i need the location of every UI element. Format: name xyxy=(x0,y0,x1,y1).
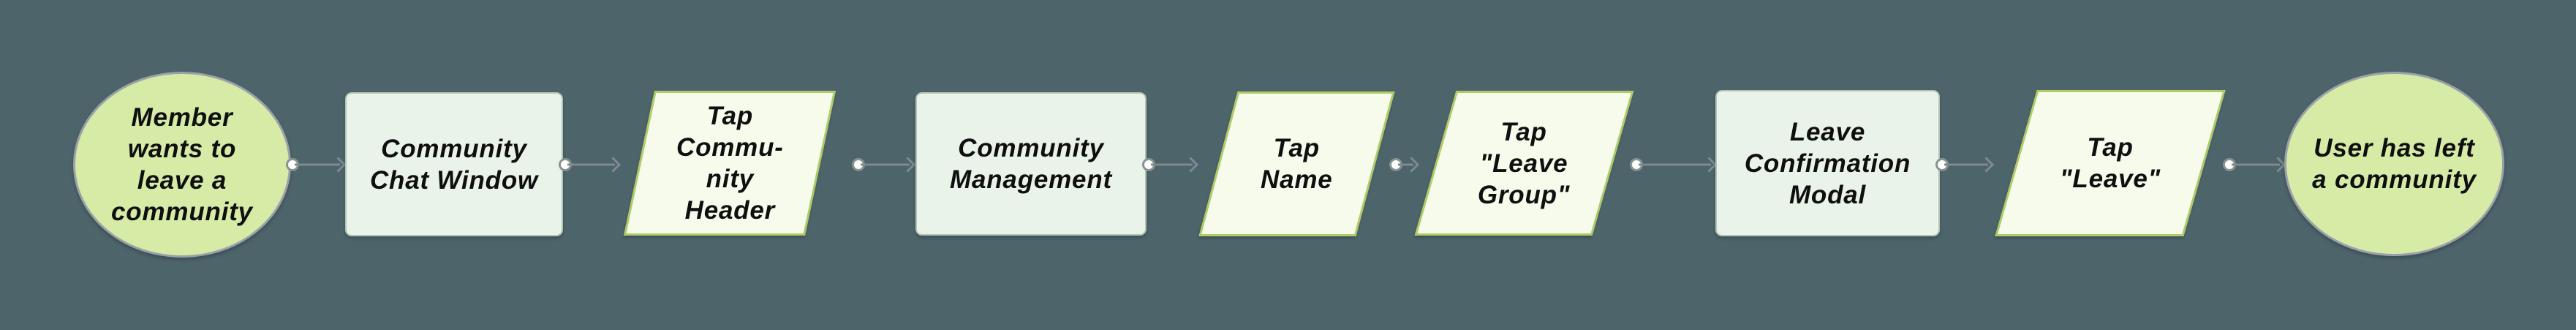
arrowhead-right-icon xyxy=(2270,156,2286,173)
connector-line xyxy=(2232,163,2280,165)
connector-line xyxy=(1151,163,1193,165)
node-label: Tap Name xyxy=(1261,134,1333,194)
flow-node-tap-leave[interactable]: Tap "Leave" xyxy=(1995,90,2226,236)
node-label: User has left a community xyxy=(2312,134,2477,194)
arrowhead-right-icon xyxy=(605,156,622,173)
flow-node-end[interactable]: User has left a community xyxy=(2284,72,2504,256)
connector-modal-to-tap-leave[interactable] xyxy=(1935,154,1995,174)
flow-node-community-chat-window[interactable]: Community Chat Window xyxy=(345,92,563,236)
node-label: Tap "Leave Group" xyxy=(1478,117,1571,209)
arrowhead-right-icon xyxy=(899,156,916,173)
arrowhead-right-icon xyxy=(1182,156,1199,173)
arrowhead-right-icon xyxy=(1701,156,1718,173)
connector-line xyxy=(861,163,910,165)
node-label: Community Management xyxy=(950,134,1112,194)
connector-tap-leave-to-end[interactable] xyxy=(2223,154,2286,174)
connector-line xyxy=(1398,163,1413,165)
flow-node-start[interactable]: Member wants to leave a community xyxy=(73,72,291,258)
connector-tap-header-to-management[interactable] xyxy=(852,154,916,174)
node-label: Tap "Leave" xyxy=(2059,133,2161,193)
flow-node-community-management[interactable]: Community Management xyxy=(915,92,1147,236)
arrowhead-right-icon xyxy=(330,156,347,173)
flow-node-tap-name[interactable]: Tap Name xyxy=(1198,91,1395,236)
connector-tap-name-to-tap-leave-group[interactable] xyxy=(1389,154,1420,174)
connector-tap-leave-group-to-modal[interactable] xyxy=(1630,154,1718,174)
connector-line xyxy=(1944,163,1988,165)
flow-node-leave-confirmation-modal[interactable]: Leave Confirmation Modal xyxy=(1715,90,1940,236)
arrowhead-right-icon xyxy=(1978,156,1995,173)
connector-line xyxy=(1639,163,1711,165)
connector-line xyxy=(295,163,340,165)
connector-start-to-chat-window[interactable] xyxy=(286,154,347,174)
flow-node-tap-leave-group[interactable]: Tap "Leave Group" xyxy=(1414,91,1634,236)
node-label: Leave Confirmation Modal xyxy=(1744,117,1911,209)
flow-node-tap-community-header[interactable]: Tap Commu- nity Header xyxy=(623,91,836,236)
connector-line xyxy=(567,163,615,165)
connector-chat-window-to-tap-header[interactable] xyxy=(559,154,622,174)
node-label: Tap Commu- nity Header xyxy=(676,102,784,225)
connector-management-to-tap-name[interactable] xyxy=(1142,154,1199,174)
node-label: Community Chat Window xyxy=(369,134,539,195)
arrowhead-right-icon xyxy=(1403,156,1420,173)
node-label: Member wants to leave a community xyxy=(111,103,253,226)
